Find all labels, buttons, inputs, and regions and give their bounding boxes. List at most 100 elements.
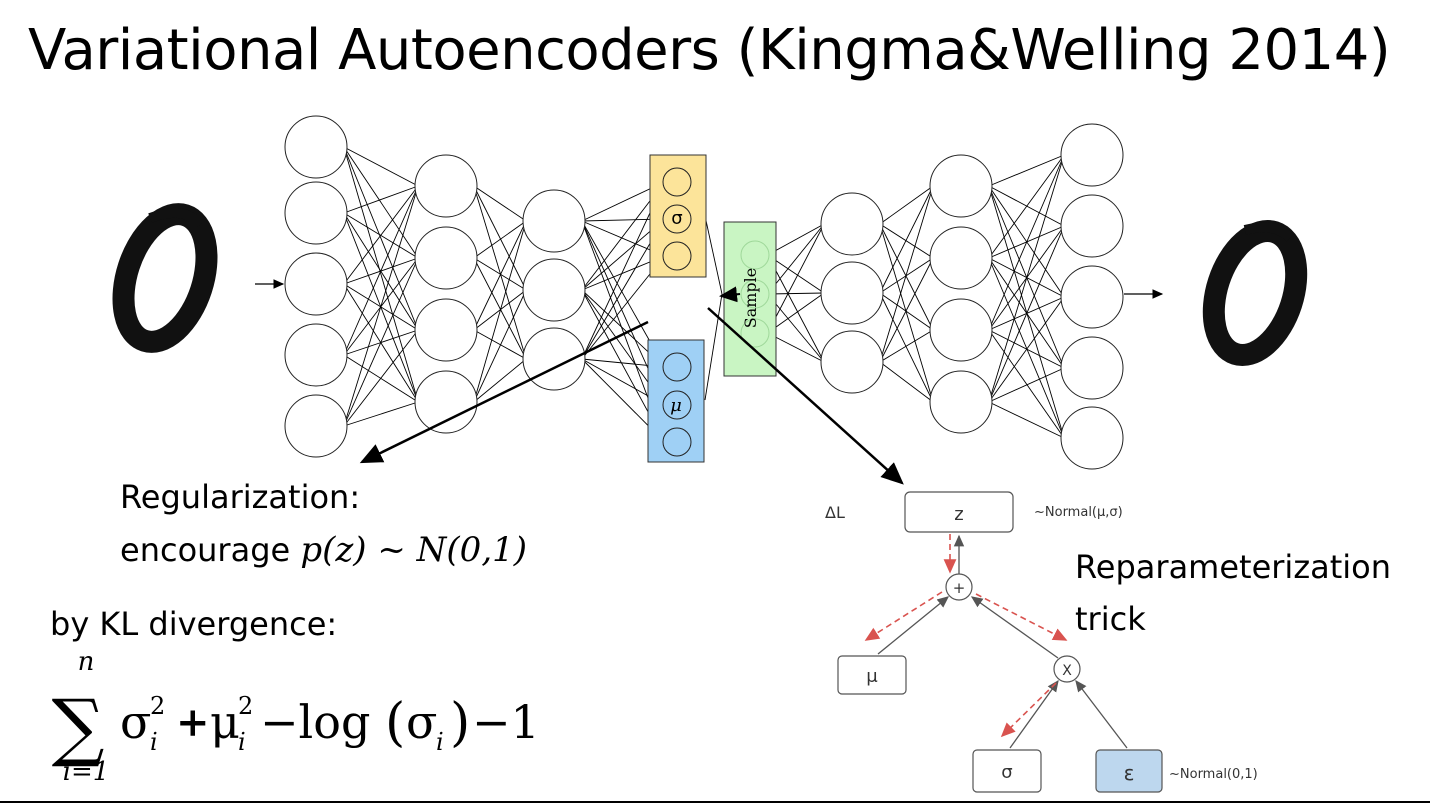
neuron-node [284, 181, 348, 245]
neuron-node [820, 261, 884, 325]
neuron-node [740, 240, 770, 270]
network-edge [343, 257, 419, 427]
network-edge [767, 254, 825, 294]
kl-formula: n ∑ i=1 σ 2 i + μ 2 i −log ( σ i ) −1 [52, 647, 540, 787]
network-edge [988, 329, 1065, 439]
mu-square: 2 [238, 692, 253, 720]
regularization-arrow [359, 320, 649, 464]
neuron-node [929, 370, 993, 434]
neuron-node [284, 115, 348, 179]
mu-node-label: μ [670, 395, 682, 416]
network-edge [879, 292, 934, 331]
network-edge [767, 223, 825, 295]
network-edge [767, 293, 825, 363]
network-edge [988, 401, 1065, 439]
plus-node-label: + [953, 579, 966, 597]
mu-input-label: μ [866, 666, 878, 687]
network-edge [988, 154, 1065, 259]
neuron-node [662, 204, 692, 234]
network-edge [343, 185, 419, 285]
network-edge [473, 329, 527, 360]
neuron-node [414, 298, 478, 362]
sigma-input-label: σ [1001, 762, 1012, 783]
plus-sign: + [176, 699, 210, 746]
network-edge [473, 257, 527, 360]
encourage-text: encourage [120, 531, 301, 569]
neuron-node [1060, 406, 1124, 470]
network-edge [879, 292, 934, 403]
network-edge [767, 292, 825, 295]
latent-to-sample-edge [704, 293, 723, 401]
neuron-node [522, 258, 586, 322]
network-edge [473, 185, 527, 222]
sigma-node-label: σ [671, 208, 682, 229]
mu-term: μ [210, 695, 240, 749]
sum-lower-limit: i=1 [63, 757, 110, 787]
network-edge [343, 146, 419, 331]
times-node [1053, 655, 1081, 683]
grad-arrow-plus-mu [864, 591, 943, 641]
network-edge [343, 185, 419, 356]
neuron-node [929, 226, 993, 290]
reparam-title-line1: Reparameterization [1075, 548, 1392, 586]
network-edge [879, 223, 934, 259]
neuron-node [662, 427, 692, 457]
forward-arrow-eps-times [1075, 679, 1128, 749]
network-edge [767, 332, 825, 363]
sigma-input-box [972, 749, 1042, 793]
delta-l-label: ΔL [825, 503, 845, 522]
neuron-node [740, 279, 770, 309]
network-edge [343, 185, 419, 427]
network-edge [879, 185, 934, 294]
output-digit-zero [1202, 220, 1308, 366]
grad-arrow-plus-times [975, 593, 1068, 641]
epsilon-dist-label: ~Normal(0,1) [1169, 767, 1258, 782]
sigma-term: σ [120, 695, 151, 749]
slide-title: Variational Autoencoders (Kingma&Welling… [28, 18, 1391, 83]
neuron-node [929, 298, 993, 362]
latent-to-sample-edge [704, 215, 723, 295]
network-edge [473, 358, 527, 403]
sigma-square: 2 [150, 692, 165, 720]
sigma-sub-i: i [150, 728, 158, 756]
regularization-heading: Regularization: [120, 478, 361, 516]
z-box-label: z [954, 504, 963, 525]
mu-sub-i: i [238, 728, 246, 756]
neuron-node [820, 192, 884, 256]
forward-arrow-mu-plus [877, 596, 950, 655]
summation-symbol: ∑ [52, 684, 105, 770]
open-paren: ( [385, 693, 405, 753]
network-edge [473, 220, 527, 403]
close-paren: ) [450, 693, 470, 753]
neuron-node [1060, 123, 1124, 187]
network-edge [473, 257, 527, 291]
network-edge [767, 254, 825, 363]
log-sigma: σ [406, 695, 437, 749]
network-edge [767, 292, 825, 334]
network-edge [879, 185, 934, 363]
network-edge [879, 223, 934, 331]
network-edge [343, 401, 419, 427]
network-edge [988, 296, 1065, 403]
epsilon-input-label: ε [1124, 761, 1135, 785]
network-edge [879, 361, 934, 403]
sample-in-arrow [719, 286, 741, 303]
network-edge [879, 223, 934, 403]
network-edge [473, 220, 527, 331]
reparam-graph: ΔL z ~Normal(μ,σ) + X μ σ ε ~Normal(0,1) [825, 491, 1258, 793]
reparam-arrow [707, 307, 904, 485]
network-edge [988, 154, 1065, 331]
neuron-node [662, 167, 692, 197]
neuron-node [1060, 336, 1124, 400]
neuron-node [284, 394, 348, 458]
network-edge [767, 223, 825, 256]
neuron-node [414, 370, 478, 434]
network-edge [988, 257, 1065, 439]
minus-log: −log [260, 695, 370, 749]
neuron-node [284, 323, 348, 387]
network-edge [988, 154, 1065, 403]
regularization-line: encourage p(z) ~ N(0,1) [120, 530, 527, 570]
neuron-node [662, 390, 692, 420]
neuron-node [284, 252, 348, 316]
